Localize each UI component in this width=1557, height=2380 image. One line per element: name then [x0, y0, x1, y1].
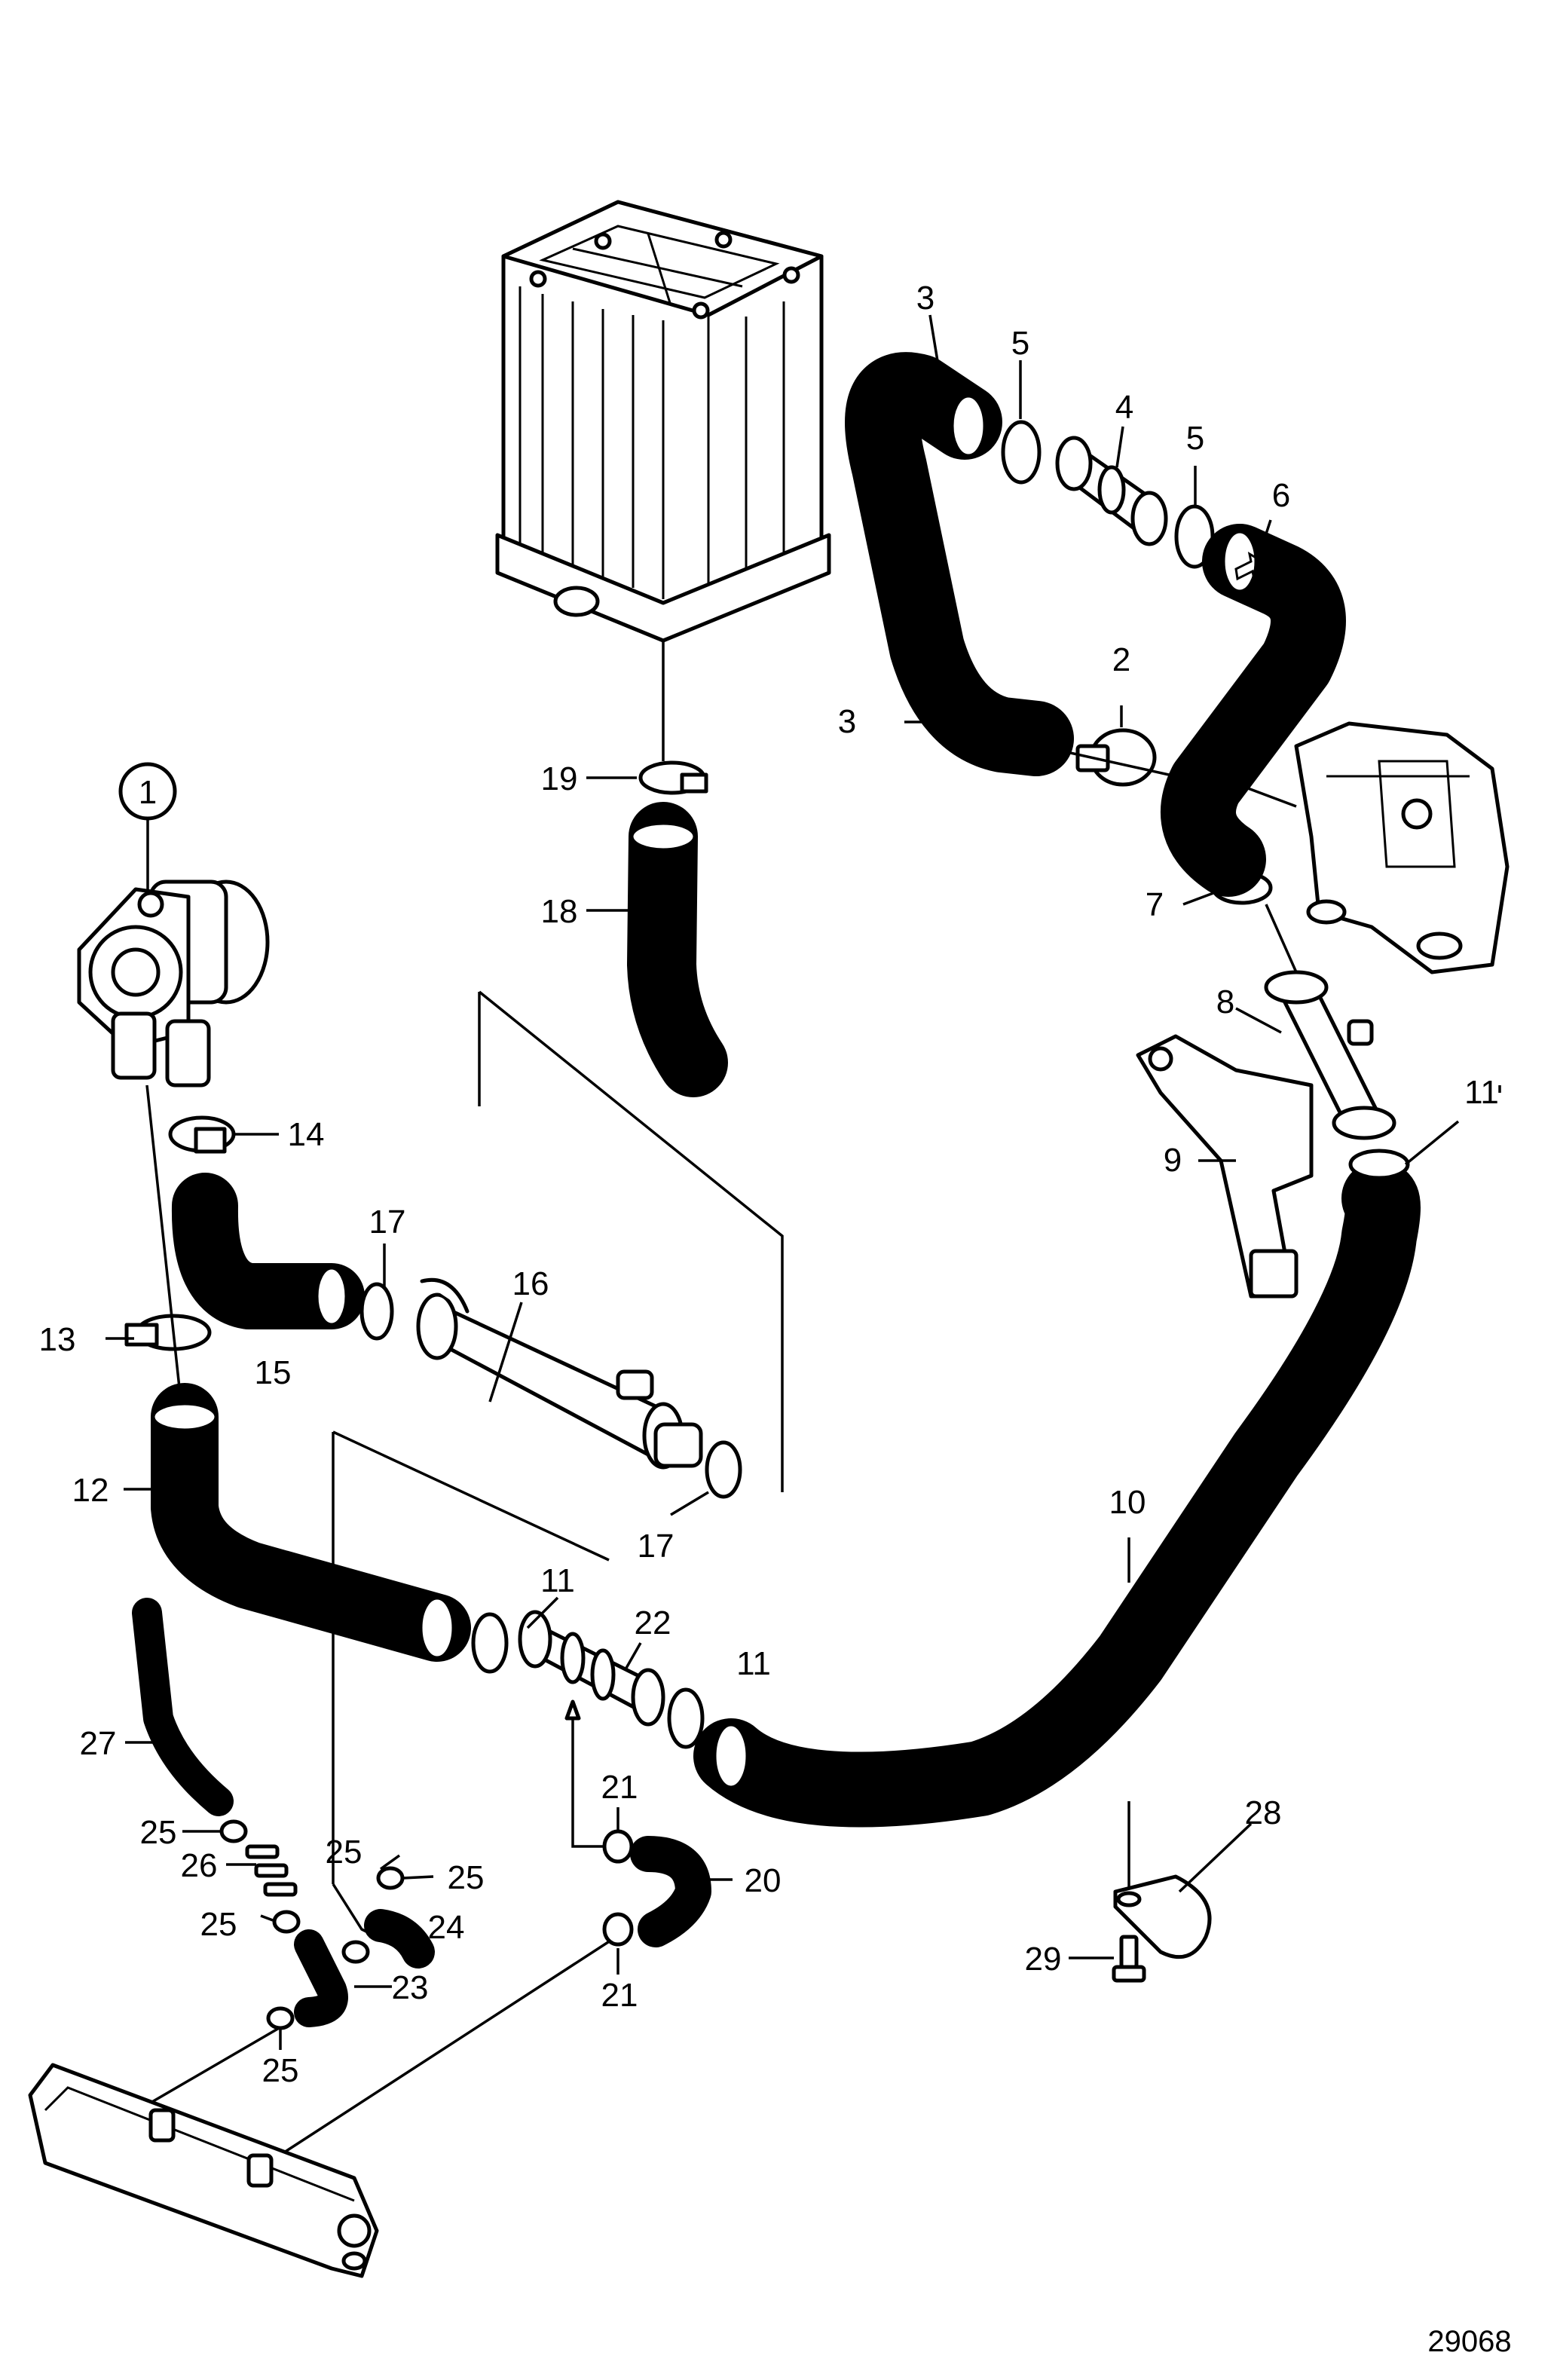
hose-clamp-11-right [1348, 1149, 1410, 1180]
callout-6: 6 [1272, 477, 1290, 514]
callout-8: 8 [1216, 984, 1234, 1020]
callout-15: 15 [255, 1354, 292, 1391]
callout-9: 9 [1164, 1142, 1182, 1179]
hose-clamp-13 [124, 1314, 212, 1351]
callout-23: 23 [392, 1969, 429, 2006]
callout-5-right: 5 [1186, 420, 1204, 457]
callout-25-e: 25 [262, 2052, 299, 2089]
callout-17-top: 17 [369, 1204, 406, 1240]
hose-clamp-25-a [219, 1819, 248, 1843]
callout-25-c: 25 [448, 1859, 485, 1896]
exhaust-manifold [28, 2063, 379, 2278]
heat-exchanger [495, 200, 831, 643]
clip-28 [1113, 1801, 1212, 1959]
callout-29: 29 [1025, 1941, 1062, 1978]
hose-clamp-17-right [705, 1440, 742, 1499]
callout-1: 1 [139, 774, 157, 811]
hose-clamp-21-top [602, 1829, 634, 1864]
callout-17-bottom: 17 [638, 1528, 674, 1565]
callout-12: 12 [72, 1472, 109, 1509]
callout-5-left: 5 [1011, 325, 1029, 362]
callout-24: 24 [428, 1909, 465, 1946]
callout-11-left: 11 [540, 1562, 575, 1599]
connector-pipe-22 [518, 1610, 665, 1727]
bracket-9 [1136, 1034, 1314, 1299]
callout-11-mid: 11 [736, 1645, 771, 1682]
tee-fitting-26 [245, 1844, 298, 1897]
pipe-8 [1264, 970, 1396, 1140]
callout-25-a: 25 [140, 1814, 177, 1851]
callout-3-top: 3 [916, 280, 935, 317]
hose-clamp-11-mid [667, 1687, 705, 1749]
callout-2: 2 [1112, 641, 1130, 678]
hose-clamp-25-e [266, 2006, 295, 2030]
drawing-number: 29068 [1427, 2325, 1511, 2358]
callout-27: 27 [80, 1725, 117, 1762]
callout-26: 26 [181, 1847, 218, 1884]
screw-29 [1112, 1935, 1146, 1983]
hose-clamp-19 [638, 760, 708, 795]
callout-11-right: 11 [1464, 1074, 1499, 1111]
hose-clamp-11-left [471, 1612, 509, 1674]
callout-21-top: 21 [601, 1769, 638, 1806]
callout-28: 28 [1245, 1794, 1282, 1831]
hose-clamp-14 [168, 1115, 236, 1154]
callout-13: 13 [39, 1321, 76, 1358]
callout-1-circle [118, 762, 177, 821]
callout-7: 7 [1146, 886, 1164, 923]
hose-clamp-25-d [376, 1866, 405, 1890]
hose-clamp-25-c [341, 1940, 370, 1964]
callout-25-b: 25 [326, 1834, 362, 1871]
connector-4 [1055, 436, 1168, 546]
hose-clamp-17-left [359, 1282, 394, 1341]
hose-clamp-21-bottom [602, 1912, 634, 1947]
callout-16: 16 [512, 1265, 549, 1302]
engine-mounting-bracket [1294, 721, 1510, 974]
oil-cooler-16 [416, 1277, 703, 1470]
callout-14: 14 [288, 1116, 325, 1153]
callout-21-bottom: 21 [601, 1977, 638, 2014]
hose-clamp-5-left [1001, 420, 1042, 485]
hose-clamp-25-b [272, 1910, 301, 1934]
callout-18: 18 [541, 893, 578, 930]
callout-3-bottom: 3 [838, 703, 856, 740]
callout-25-d: 25 [200, 1906, 237, 1943]
callout-4: 4 [1115, 389, 1133, 426]
callout-19: 19 [541, 760, 578, 797]
sea-water-pump [77, 879, 270, 1088]
hose-clamp-2 [1075, 728, 1157, 787]
callout-20: 20 [745, 1862, 782, 1899]
callout-10: 10 [1109, 1484, 1146, 1521]
callout-22: 22 [635, 1605, 671, 1641]
